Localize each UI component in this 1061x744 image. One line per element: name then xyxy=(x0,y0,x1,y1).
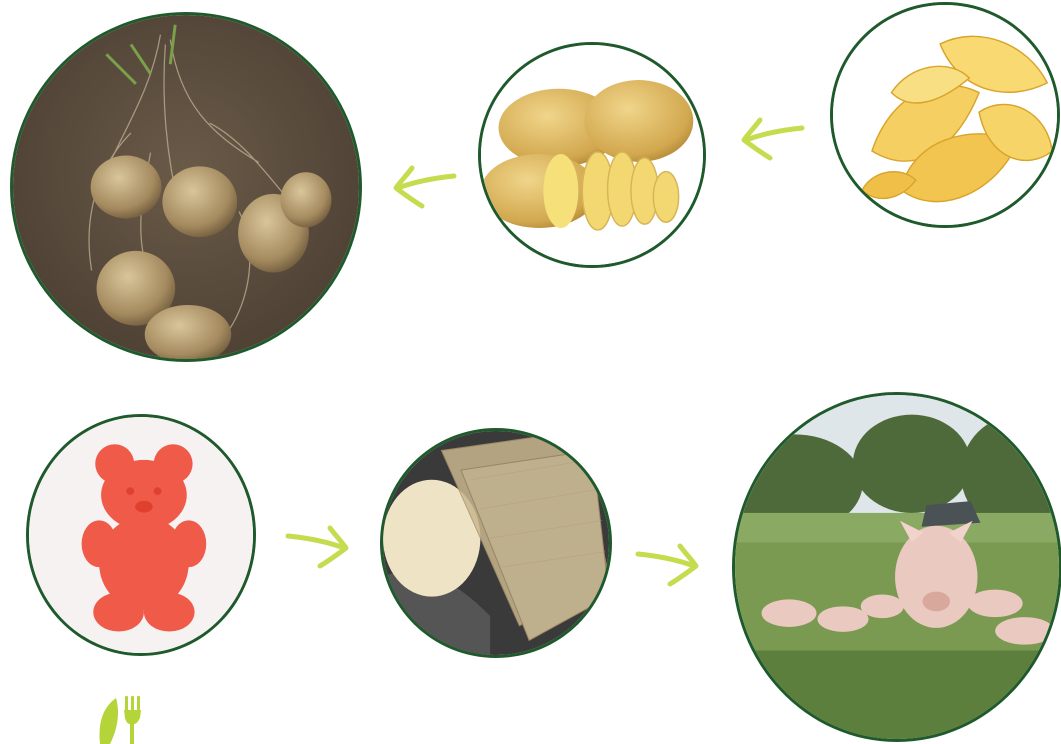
arrow-left-icon xyxy=(736,108,806,164)
gummy-bear-image xyxy=(26,414,256,656)
potato-chips-image xyxy=(830,2,1060,228)
potato-field-image xyxy=(10,12,362,362)
arrow-right-icon xyxy=(634,534,704,590)
raw-potatoes-image xyxy=(478,42,706,268)
arrow-right-icon xyxy=(284,516,354,572)
pigs-in-pasture-image xyxy=(732,392,1061,742)
gelatin-sheets-image xyxy=(380,428,612,658)
leaf-fork-icon xyxy=(94,694,150,744)
arrow-left-icon xyxy=(388,156,458,212)
